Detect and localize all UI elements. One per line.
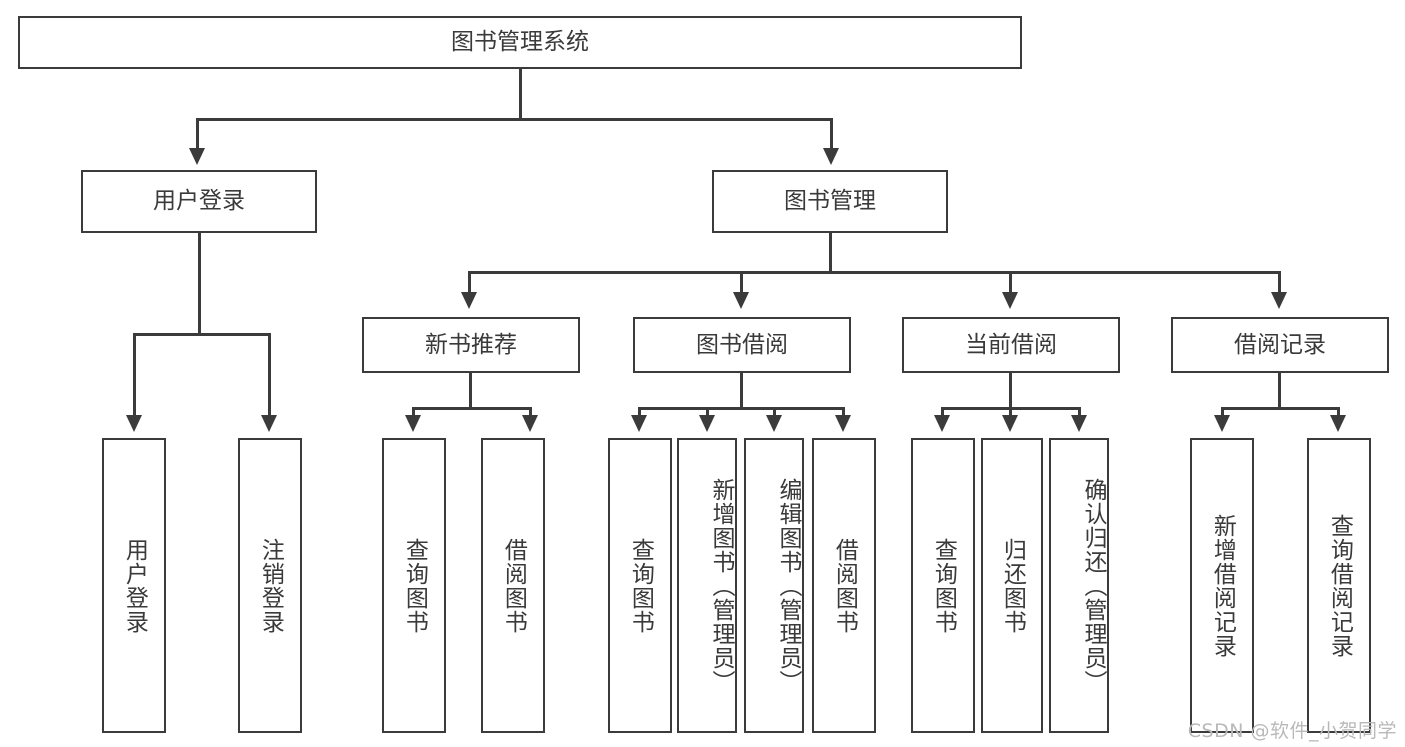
arrowhead-new-book-leaf-2 [522, 415, 538, 432]
connector-book-borrow-leaf-1 [638, 407, 641, 417]
arrowhead-current-borrow-leaf-1 [934, 415, 950, 432]
connector-user-login-stem [198, 233, 201, 335]
arrowhead-book-borrow-leaf-2 [699, 415, 715, 432]
node-leaf-query-book-2[interactable]: 查询图书 [608, 438, 672, 733]
connector-new-book-leaf-1 [412, 407, 415, 417]
node-borrow-record[interactable]: 借阅记录 [1171, 317, 1389, 373]
node-leaf-query-book-1[interactable]: 查询图书 [382, 438, 446, 733]
connector-current-borrow-stem [1009, 373, 1012, 409]
connector-new-book-bus [412, 407, 532, 410]
node-new-book-recommend[interactable]: 新书推荐 [362, 317, 580, 373]
arrowhead-book-borrow-leaf-3 [766, 415, 782, 432]
connector-borrow-record-leaf-2 [1337, 407, 1340, 417]
connector-current-borrow-leaf-3 [1078, 407, 1081, 417]
node-leaf-add-record[interactable]: 新增借阅记录 [1190, 438, 1254, 733]
connector-bm-to-borrow-record [1278, 271, 1281, 294]
connector-new-book-leaf-2 [529, 407, 532, 417]
arrowhead-borrow-record-leaf-2 [1330, 415, 1346, 432]
connector-current-borrow-leaf-2 [1009, 407, 1012, 417]
node-user-login[interactable]: 用户登录 [81, 170, 317, 233]
node-book-borrow[interactable]: 图书借阅 [633, 317, 851, 373]
connector-current-borrow-leaf-1 [941, 407, 944, 417]
connector-borrow-record-bus [1221, 407, 1340, 410]
node-book-management[interactable]: 图书管理 [712, 170, 948, 233]
connector-user-login-to-leaf-1 [133, 333, 136, 417]
arrowhead-book-borrow-leaf-4 [835, 415, 851, 432]
arrowhead-bm-to-borrow-record [1271, 292, 1287, 309]
connector-book-borrow-leaf-4 [842, 407, 845, 417]
node-leaf-query-record[interactable]: 查询借阅记录 [1307, 438, 1371, 733]
arrowhead-current-borrow-leaf-2 [1002, 415, 1018, 432]
connector-borrow-record-stem [1278, 373, 1281, 409]
arrowhead-current-borrow-leaf-3 [1071, 415, 1087, 432]
connector-bm-to-book-borrow [740, 271, 743, 294]
node-current-borrow[interactable]: 当前借阅 [902, 317, 1120, 373]
arrowhead-book-borrow-leaf-1 [631, 415, 647, 432]
arrowhead-bm-to-new-book [461, 292, 477, 309]
arrowhead-root-to-user-login [189, 148, 205, 165]
connector-bm-to-new-book [468, 271, 471, 294]
node-leaf-edit-book[interactable]: 编辑图书（管理员） [744, 438, 804, 733]
connector-book-borrow-leaf-3 [773, 407, 776, 417]
connector-book-borrow-leaf-2 [706, 407, 709, 417]
node-leaf-borrow-book-1[interactable]: 借阅图书 [481, 438, 545, 733]
connector-root-stem [519, 69, 522, 120]
node-leaf-logout-login[interactable]: 注销登录 [238, 438, 302, 733]
node-leaf-query-book-3[interactable]: 查询图书 [911, 438, 975, 733]
connector-root-to-user-login [196, 118, 199, 151]
arrowhead-root-to-book-management [823, 148, 839, 165]
connector-root-to-book-management [830, 118, 833, 151]
node-leaf-return-book[interactable]: 归还图书 [981, 438, 1043, 733]
connector-user-login-to-leaf-2 [268, 333, 271, 417]
watermark-csdn: CSDN @软件_小贺同学 [1187, 720, 1397, 742]
connector-borrow-record-leaf-1 [1221, 407, 1224, 417]
arrowhead-user-login-leaf-2 [261, 415, 277, 432]
connector-book-management-bus [468, 271, 1281, 274]
connector-bm-to-current-borrow [1009, 271, 1012, 294]
connector-root-bus [196, 118, 833, 121]
node-leaf-confirm-return[interactable]: 确认归还（管理员） [1049, 438, 1109, 733]
connector-book-borrow-bus [638, 407, 845, 410]
node-leaf-add-book[interactable]: 新增图书（管理员） [677, 438, 737, 733]
arrowhead-bm-to-book-borrow [733, 292, 749, 309]
node-leaf-user-login[interactable]: 用户登录 [102, 438, 166, 733]
arrowhead-borrow-record-leaf-1 [1214, 415, 1230, 432]
connector-new-book-stem [469, 373, 472, 409]
node-root-system[interactable]: 图书管理系统 [18, 16, 1022, 69]
connector-user-login-bus [133, 333, 271, 336]
connector-book-management-stem [829, 233, 832, 273]
arrowhead-user-login-leaf-1 [126, 415, 142, 432]
node-leaf-borrow-book-2[interactable]: 借阅图书 [812, 438, 876, 733]
arrowhead-bm-to-current-borrow [1002, 292, 1018, 309]
arrowhead-new-book-leaf-1 [405, 415, 421, 432]
connector-book-borrow-stem [740, 373, 743, 409]
